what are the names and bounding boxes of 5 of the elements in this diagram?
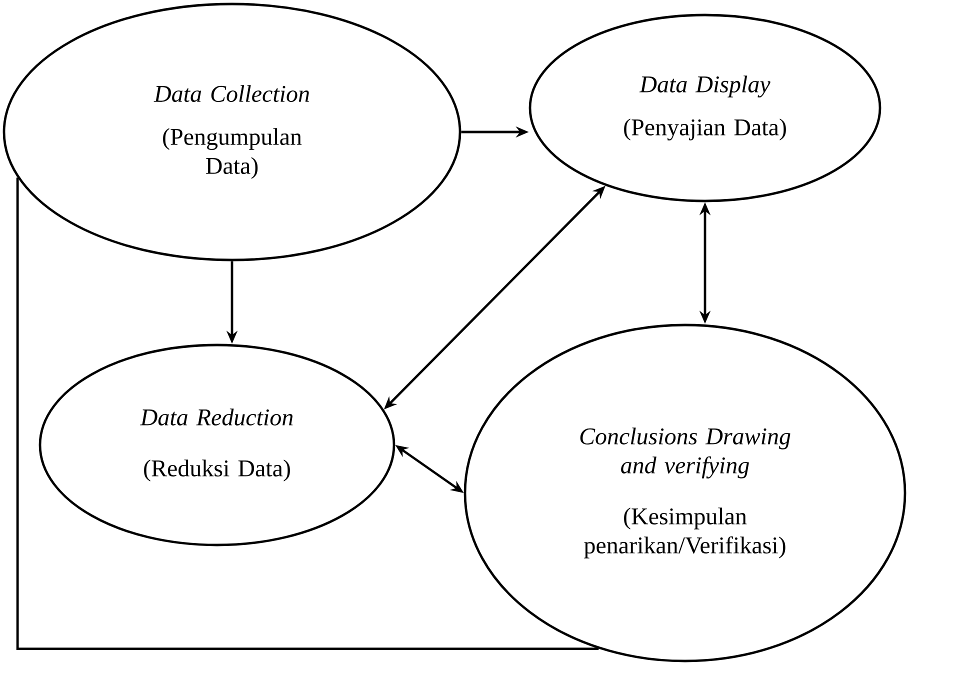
ellipse-node: Data Collection (Pengumpulan Data) (2, 2, 462, 262)
ellipse-node: Data Reduction (Reduksi Data) (38, 344, 396, 546)
ellipse-node: Conclusions Drawing and verifying (Kesimpulan penarikan/Verifikasi) (464, 324, 906, 662)
connector-line (16, 178, 599, 650)
ellipse-node: Data Display (Penyajian Data) (528, 14, 882, 202)
